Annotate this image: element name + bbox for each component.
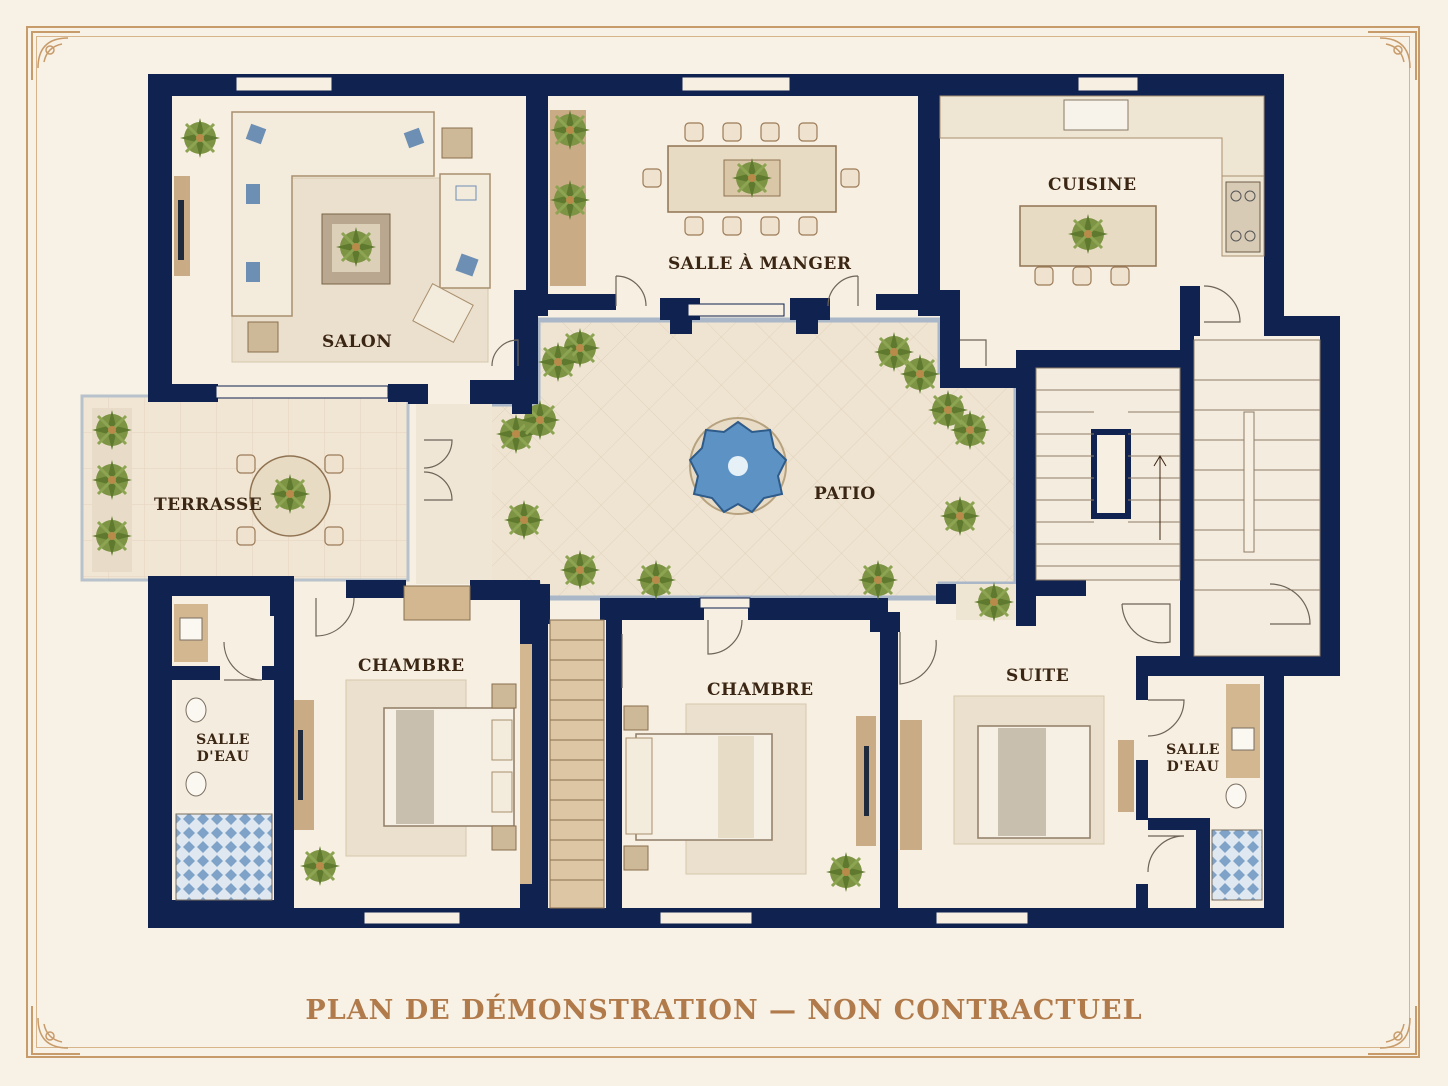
staircase [1035,339,1321,657]
room-label-salle-a-manger: SALLE À MANGER [668,254,852,274]
room-label-terrasse: TERRASSE [154,495,263,515]
doors [223,275,1311,873]
corner-ornament-icon [1368,1006,1417,1055]
room-label-chambre-center: CHAMBRE [707,680,814,700]
room-label-salle-eau-left: SALLE D'EAU [196,732,250,765]
room-label-cuisine: CUISINE [1048,175,1137,195]
decorative-border-outer [26,26,1420,1058]
room-label-salle-eau-right: SALLE D'EAU [1166,742,1220,775]
footer-title: PLAN DE DÉMONSTRATION — NON CONTRACTUEL [305,995,1143,1026]
patio-features [494,320,992,602]
decorative-border-inner [36,36,1410,1048]
room-label-patio: PATIO [814,484,876,504]
kitchen-furniture [939,95,1265,286]
terrace-furniture [90,408,344,558]
bedroom-center-furniture [623,703,876,894]
bathroom-left-fixtures [174,604,273,901]
bathroom-right-fixtures [1211,684,1263,901]
bedroom-left-furniture [294,585,532,888]
corner-ornament-icon [31,31,80,80]
corner-ornament-icon [31,1006,80,1055]
room-label-salon: SALON [322,332,393,352]
room-label-suite: SUITE [1006,666,1070,686]
suite-furniture [900,580,1134,850]
corner-ornament-icon [1368,31,1417,80]
dining-furniture [548,108,860,286]
room-label-chambre-left: CHAMBRE [358,656,465,676]
salon-furniture [174,111,491,363]
